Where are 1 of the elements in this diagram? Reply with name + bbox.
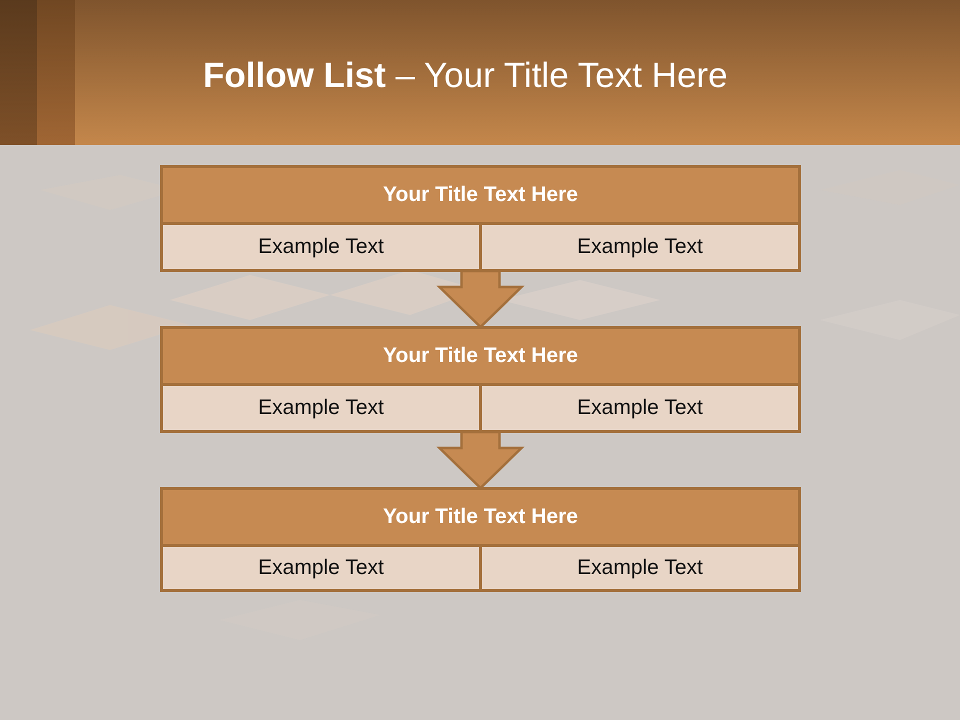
slide-title: Follow List – Your Title Text Here: [203, 55, 728, 97]
